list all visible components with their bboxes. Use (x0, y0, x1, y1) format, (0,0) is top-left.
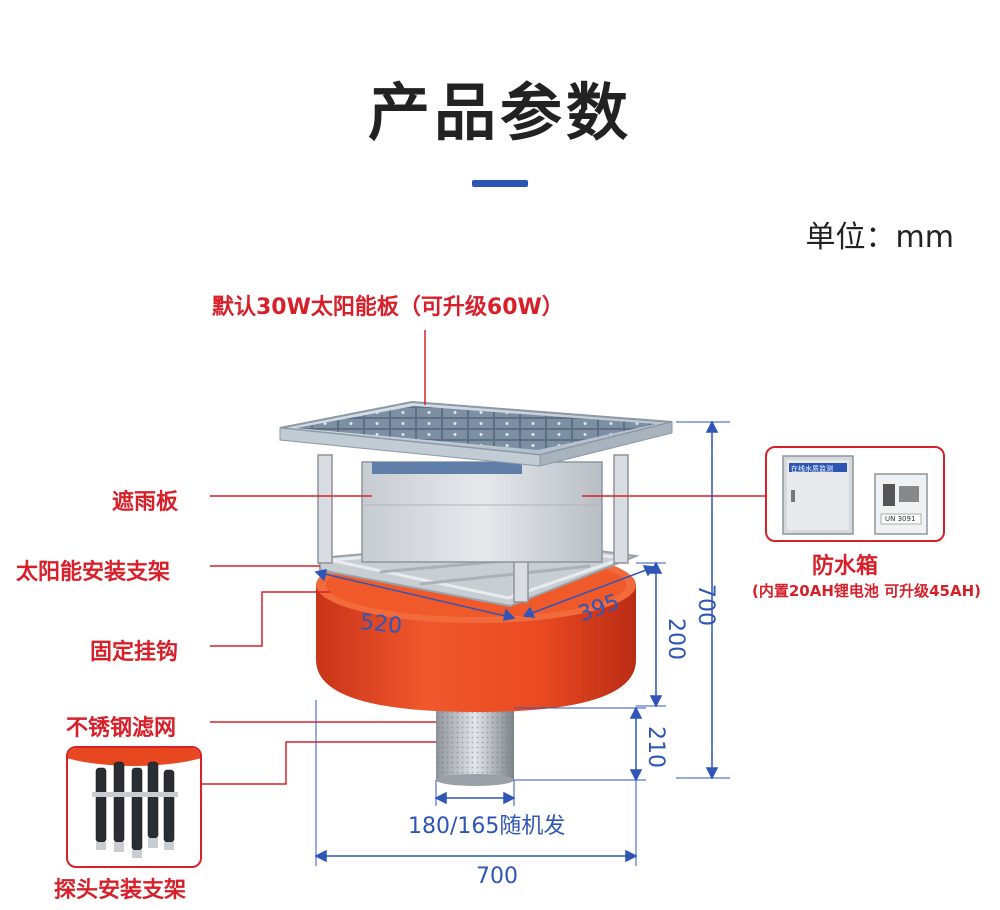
label-probe-bracket: 探头安装支架 (54, 878, 187, 903)
label-waterproof-box-note: (内置20AH锂电池 可升级45AH) (752, 582, 982, 600)
probe-illustration (68, 748, 200, 858)
battery-box (361, 461, 603, 563)
leader-lines (202, 330, 765, 785)
dim-probe-size: 180/165随机发 (408, 814, 566, 839)
label-waterproof-box: 防水箱 (812, 554, 879, 579)
dimension-lines (314, 420, 730, 866)
cabinet-label: 在线水质监测 (791, 465, 833, 473)
dim-filter-height: 210 (643, 726, 668, 768)
solar-panel (279, 400, 673, 467)
label-solar-panel: 默认30W太阳能板（可升级60W） (212, 295, 564, 320)
label-hook: 固定挂钩 (90, 640, 179, 665)
probe-bracket-inset (66, 746, 202, 868)
unit-label: 单位：mm (805, 220, 954, 255)
filter-mesh (436, 706, 514, 786)
label-filter: 不锈钢滤网 (66, 716, 177, 741)
cabinet-illustration (782, 455, 928, 535)
label-rain-cover: 遮雨板 (112, 490, 179, 515)
waterproof-box-inset: 在线水质监测 UN 3091 (765, 446, 945, 542)
dim-base-width: 700 (476, 864, 518, 889)
page-title: 产品参数 (367, 76, 632, 149)
title-underline (472, 180, 528, 187)
label-solar-bracket: 太阳能安装支架 (16, 560, 171, 585)
dim-top-width: 520 (358, 609, 404, 640)
dim-total-height: 700 (693, 584, 718, 626)
dim-float-height: 200 (663, 618, 688, 660)
meter-label: UN 3091 (885, 515, 916, 523)
